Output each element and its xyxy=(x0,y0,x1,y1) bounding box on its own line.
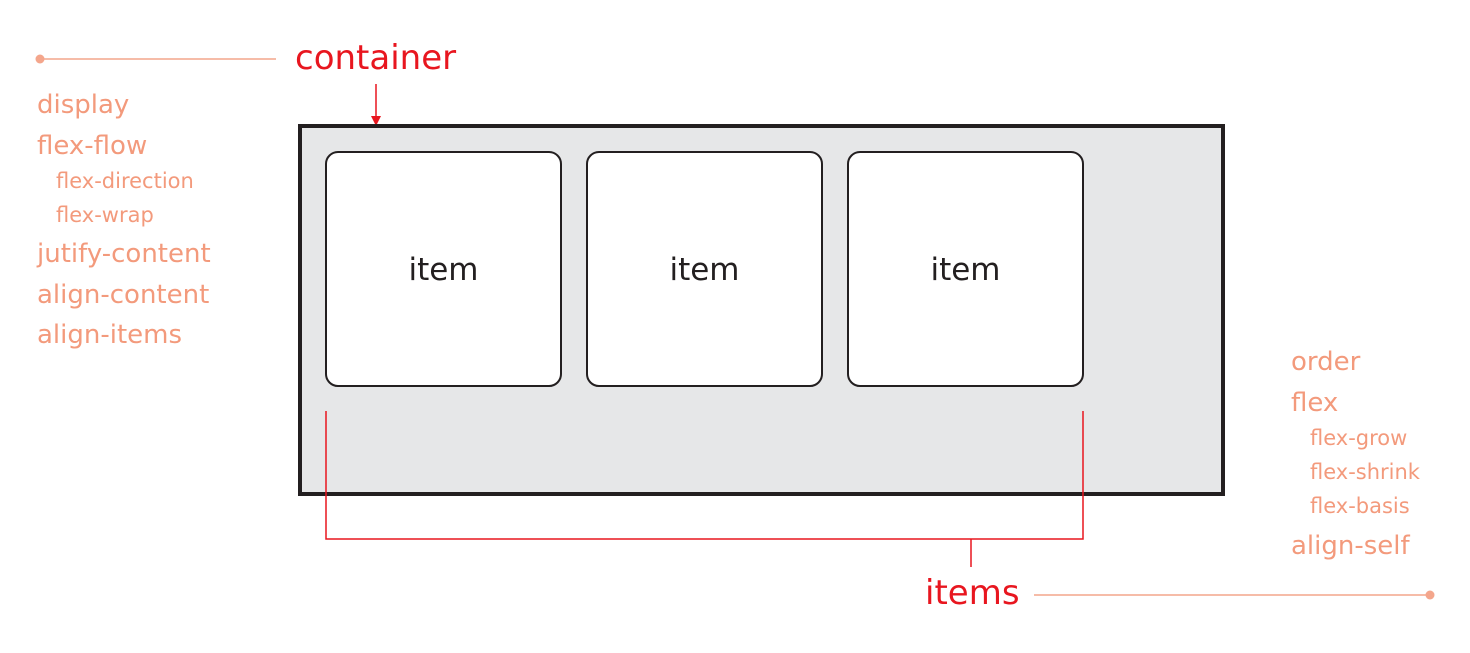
container-property: align-items xyxy=(37,320,182,350)
flex-item: item xyxy=(325,151,562,387)
flex-item: item xyxy=(586,151,823,387)
items-bracket xyxy=(325,411,1084,567)
item-property: align-self xyxy=(1291,531,1411,561)
item-sub-property: flex-shrink xyxy=(1310,460,1421,484)
item-property: order xyxy=(1291,347,1361,377)
flex-item: item xyxy=(847,151,1084,387)
container-property: display xyxy=(37,90,129,120)
item-property: flex xyxy=(1291,388,1338,418)
item-properties-list: order flex flex-grow flex-shrink flex-ba… xyxy=(1291,347,1421,561)
item-sub-property: flex-basis xyxy=(1310,494,1410,518)
container-property: jutify-content xyxy=(36,239,211,269)
flex-item-box xyxy=(325,151,562,387)
container-label: container xyxy=(295,38,456,78)
flex-item-label: item xyxy=(930,252,1000,288)
container-leader-line xyxy=(35,54,276,64)
item-sub-property: flex-grow xyxy=(1310,426,1407,450)
flex-item-label: item xyxy=(408,252,478,288)
container-properties-list: display flex-flow flex-direction flex-wr… xyxy=(36,90,211,350)
container-arrow xyxy=(371,84,381,126)
flex-item-box xyxy=(847,151,1084,387)
flex-item-label: item xyxy=(669,252,739,288)
items-label: items xyxy=(925,573,1020,613)
flex-item-box xyxy=(586,151,823,387)
container-sub-property: flex-wrap xyxy=(56,203,154,227)
container-sub-property: flex-direction xyxy=(56,169,194,193)
container-property: align-content xyxy=(37,280,209,310)
items-leader-line xyxy=(1034,590,1435,600)
container-property: flex-flow xyxy=(37,131,147,161)
